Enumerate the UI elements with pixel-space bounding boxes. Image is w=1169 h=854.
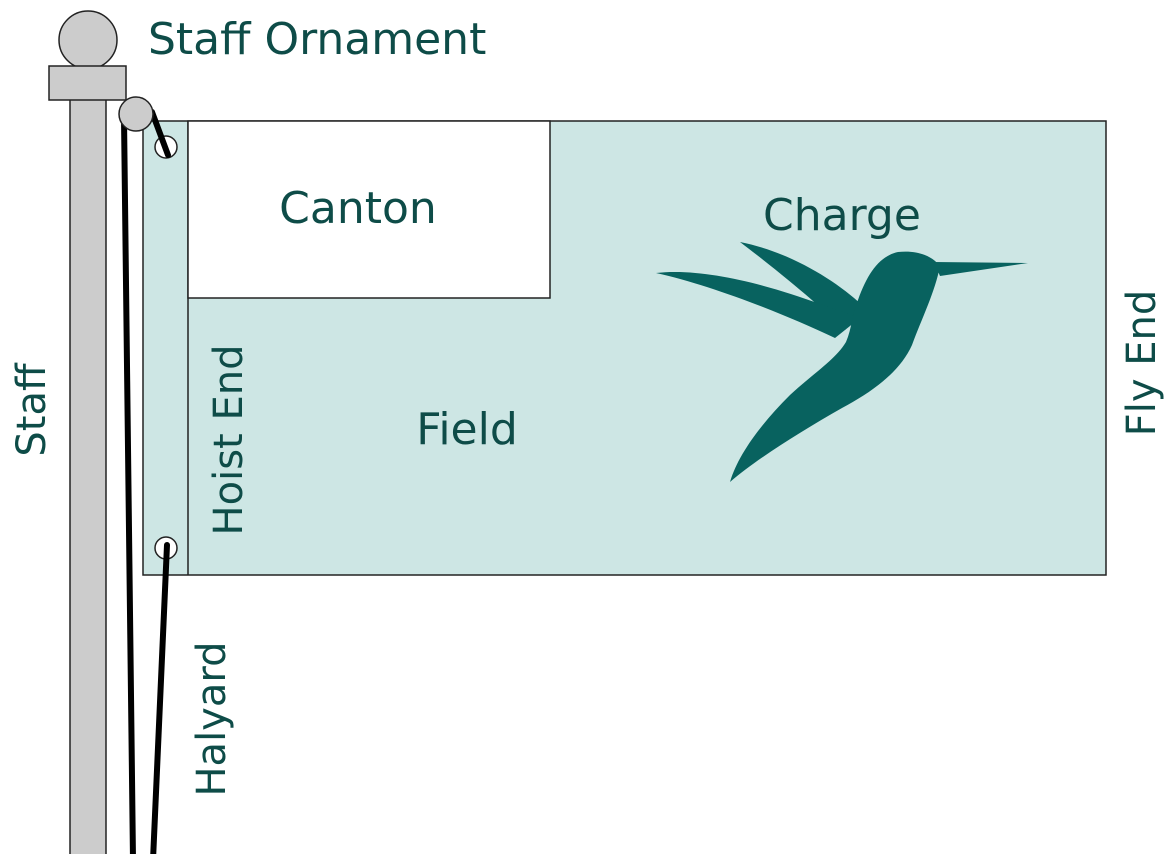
halyard-label: Halyard	[189, 641, 235, 796]
staff-label: Staff	[9, 362, 55, 457]
staff-ornament-ball	[58, 10, 118, 70]
staff-ornament-label: Staff Ornament	[148, 14, 486, 65]
staff-pole	[69, 94, 107, 854]
halyard-pulley	[118, 96, 154, 132]
halyard-rope-right	[150, 542, 170, 854]
hummingbird-icon	[656, 242, 1028, 482]
canton-label: Canton	[279, 183, 437, 234]
canton-rect	[187, 120, 551, 299]
halyard-rope-top	[149, 109, 171, 158]
staff-ornament-collar	[48, 65, 127, 101]
hoist-end-label: Hoist End	[206, 345, 252, 536]
field-label: Field	[416, 404, 518, 455]
fly-end-label: Fly End	[1119, 290, 1165, 437]
charge-label: Charge	[763, 190, 921, 241]
halyard-rope-left	[121, 115, 136, 854]
